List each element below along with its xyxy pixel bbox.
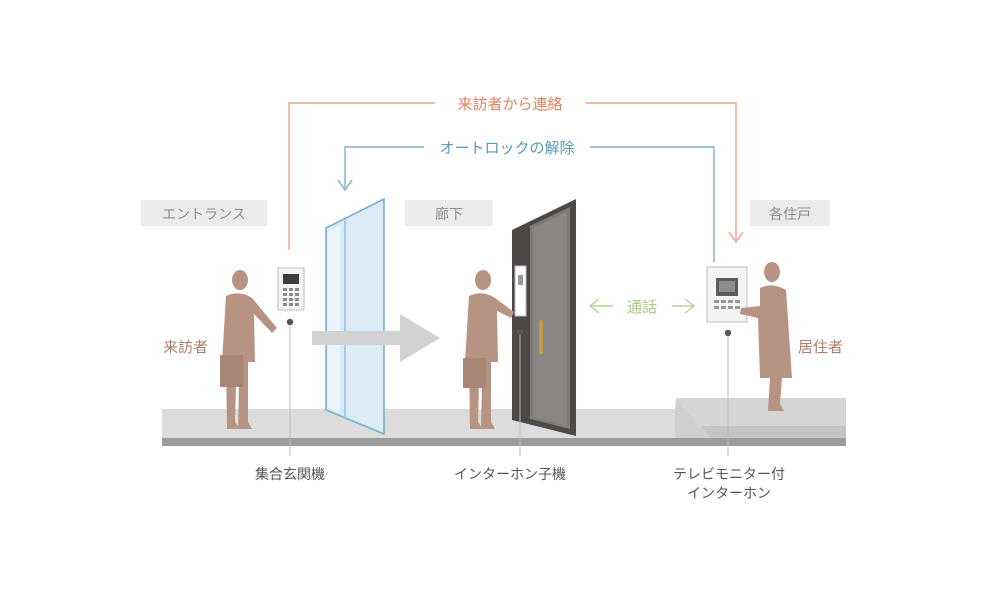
call-label: 通話: [627, 298, 657, 316]
monitor-intercom-label-line1: テレビモニター付: [673, 467, 785, 483]
zone-entrance: エントランス: [141, 200, 267, 226]
door-intercom-label: インターホン子機: [454, 467, 566, 483]
visitor-figure-corridor: [463, 270, 514, 429]
visitor-figure-entrance: [220, 270, 277, 429]
zone-residence: 各住戸: [750, 200, 830, 226]
zone-corridor-label: 廊下: [435, 206, 463, 223]
monitor-intercom-label-line2: インターホン: [687, 486, 771, 502]
call-flow: 通話: [588, 298, 696, 316]
arrow-down-icon: [337, 179, 353, 192]
autolock-release-flow: オートロックの解除: [337, 139, 715, 262]
autolock-release-label: オートロックの解除: [439, 139, 574, 157]
arrow-left-icon: [588, 298, 600, 314]
resident-label: 居住者: [798, 338, 843, 356]
floor: [162, 398, 846, 446]
resident-figure: [740, 262, 792, 411]
visitor-label: 来訪者: [163, 338, 208, 356]
glass-door: [325, 197, 385, 436]
door-handle-icon: [539, 320, 543, 354]
apartment-door: [512, 199, 576, 456]
zone-entrance-label: エントランス: [162, 207, 246, 223]
zone-residence-label: 各住戸: [769, 207, 811, 223]
arrow-right-icon: [684, 298, 696, 314]
door-intercom-unit: [514, 265, 527, 317]
arrow-down-icon: [728, 231, 744, 244]
zone-corridor: 廊下: [405, 200, 493, 226]
visitor-contact-flow: 来訪者から連絡: [288, 95, 744, 250]
direction-arrow-icon: [312, 314, 440, 362]
visitor-contact-label: 来訪者から連絡: [457, 95, 562, 113]
entrance-panel-label: 集合玄関機: [255, 466, 325, 483]
entrance-panel: [277, 267, 305, 456]
